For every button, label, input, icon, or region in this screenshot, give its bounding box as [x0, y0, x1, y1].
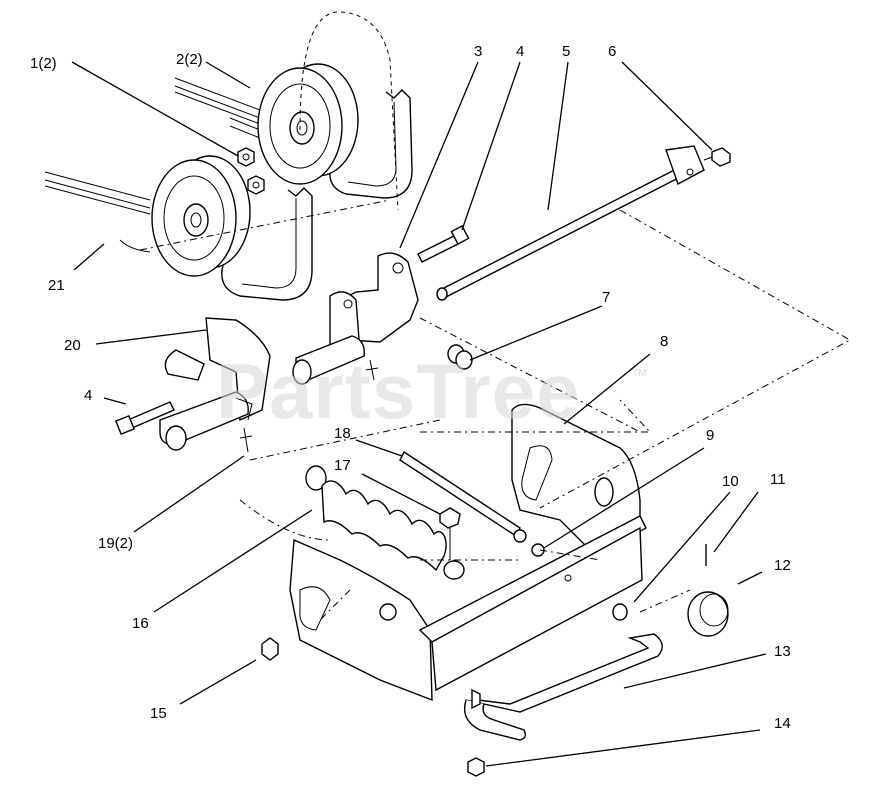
nut-14 — [467, 757, 485, 777]
bolt-4-lower — [114, 401, 175, 436]
bushing-7 — [447, 344, 473, 370]
callout-17: 17 — [334, 457, 351, 474]
callout-4-upper: 4 — [516, 43, 524, 60]
callout-2: 2(2) — [176, 51, 203, 68]
callout-5: 5 — [562, 43, 570, 60]
pivot-shaft — [436, 145, 705, 301]
bolt-17 — [439, 507, 461, 560]
callout-20: 20 — [64, 337, 81, 354]
main-bracket — [289, 515, 647, 702]
phantom-outline — [299, 11, 399, 211]
callout-14: 14 — [774, 715, 791, 732]
callout-11: 11 — [770, 471, 786, 488]
callout-labels: 1(2) 2(2) 3 4 5 6 7 8 9 10 11 12 13 14 1… — [30, 43, 791, 732]
nut-1-upper — [237, 147, 255, 167]
callout-9: 9 — [706, 427, 714, 444]
watermark: PartsTree TM — [216, 347, 646, 435]
callout-12: 12 — [774, 557, 791, 574]
nut-1-lower — [247, 175, 265, 195]
hex-bolt-6 — [703, 147, 731, 167]
idler-arm-bracket — [292, 252, 419, 385]
callout-19: 19(2) — [98, 535, 133, 552]
callout-18: 18 — [334, 425, 351, 442]
callout-6: 6 — [608, 43, 616, 60]
watermark-text: PartsTree — [216, 347, 581, 435]
callout-10: 10 — [722, 473, 739, 490]
callout-21: 21 — [48, 277, 65, 294]
nut-15 — [261, 637, 279, 661]
leader-lines — [71, 61, 767, 767]
rod-18 — [399, 450, 527, 543]
watermark-trademark: TM — [632, 368, 646, 379]
knob-12 — [687, 591, 729, 637]
extension-spring — [305, 465, 465, 580]
washer-9 — [531, 543, 545, 557]
callout-16: 16 — [132, 615, 149, 632]
callout-15: 15 — [150, 705, 167, 722]
callout-8: 8 — [660, 333, 668, 350]
bolt-4-upper — [417, 225, 470, 263]
cotter-pin-19 — [239, 359, 379, 453]
callout-4-lower: 4 — [84, 387, 92, 404]
handle-rod-13 — [463, 633, 663, 741]
lower-pulley — [151, 155, 251, 277]
assembly-lines — [139, 199, 852, 621]
washer-10 — [612, 603, 628, 621]
callout-1: 1(2) — [30, 55, 57, 72]
callout-3: 3 — [474, 43, 482, 60]
callout-7: 7 — [602, 289, 610, 306]
belt-drawing — [44, 77, 413, 301]
bracket-20 — [159, 317, 271, 451]
callout-13: 13 — [774, 643, 791, 660]
